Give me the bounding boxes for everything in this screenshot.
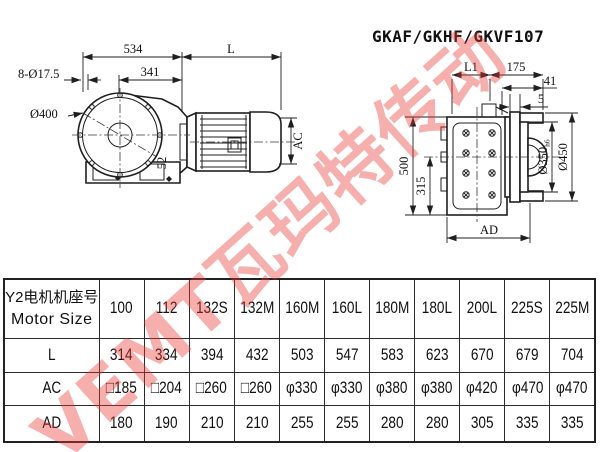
table-cell: 280 xyxy=(368,404,416,443)
header-english: Motor Size xyxy=(11,311,93,329)
table-cell: 670 xyxy=(459,337,506,373)
dim-341-label: 341 xyxy=(141,65,160,79)
row-label-AC: AC xyxy=(3,371,100,406)
row-label-L: L xyxy=(3,337,100,373)
column-header-132M: 132M xyxy=(233,278,280,339)
row-label-AD: AD xyxy=(3,404,100,443)
dim-AC-label: AC xyxy=(291,132,305,149)
column-header-225S: 225S xyxy=(504,278,551,339)
spigot-diameter-label: Ø350h6 xyxy=(536,139,552,175)
table-cell: □260 xyxy=(233,371,280,406)
table-cell: φ470 xyxy=(549,371,596,406)
table-cell: 314 xyxy=(98,337,145,373)
column-header-100: 100 xyxy=(98,278,145,339)
dim-41-label: 41 xyxy=(544,74,557,88)
column-header-112: 112 xyxy=(143,278,190,339)
table-cell: 394 xyxy=(188,337,235,373)
table-cell: 180 xyxy=(98,404,145,443)
table-cell: φ330 xyxy=(323,371,370,406)
table-cell: 255 xyxy=(278,404,325,443)
table-cell: 335 xyxy=(549,404,596,443)
column-header-180L: 180L xyxy=(414,278,461,339)
table-cell: φ380 xyxy=(414,371,461,406)
column-header-180M: 180M xyxy=(368,278,416,339)
table-cell: 679 xyxy=(504,337,551,373)
dim-L-label: L xyxy=(227,42,235,56)
table-cell: 190 xyxy=(143,404,190,443)
gearbox-side-view-drawing: L1 175 41 5 500 315 Ø350h6 Ø450 A xyxy=(398,60,578,243)
table-cell: 210 xyxy=(233,404,280,443)
table-cell: 255 xyxy=(323,404,370,443)
column-header-160L: 160L xyxy=(323,278,370,339)
table-cell: φ470 xyxy=(504,371,551,406)
table-cell: 583 xyxy=(368,337,416,373)
motor-size-header-cell: Y2电机机座号 Motor Size xyxy=(3,278,100,339)
table-cell: □185 xyxy=(98,371,145,406)
table-cell: 704 xyxy=(549,337,596,373)
header-chinese: Y2电机机座号 xyxy=(5,288,99,306)
table-cell: 623 xyxy=(414,337,461,373)
gearbox-front-view-drawing: 534 L 341 8-Ø17.5 Ø400 AC 52 xyxy=(18,42,305,188)
motor-fins xyxy=(200,115,247,169)
dim-534-label: 534 xyxy=(124,42,144,56)
section-52-label: 52 xyxy=(155,157,169,170)
table-cell: 280 xyxy=(414,404,461,443)
table-cell: 210 xyxy=(188,404,235,443)
table-cell: 547 xyxy=(323,337,370,373)
table-cell: 334 xyxy=(143,337,190,373)
table-cell: □260 xyxy=(188,371,235,406)
table-cell: φ330 xyxy=(278,371,325,406)
drawing-title: GKAF/GKHF/GKVF107 xyxy=(372,27,545,46)
column-header-225M: 225M xyxy=(549,278,596,339)
dim-5-label: 5 xyxy=(538,92,544,106)
table-cell: 305 xyxy=(459,404,506,443)
table-cell: 432 xyxy=(233,337,280,373)
column-header-160M: 160M xyxy=(278,278,325,339)
table-cell: φ420 xyxy=(459,371,506,406)
table-cell: 503 xyxy=(278,337,325,373)
flange-diameter-label: Ø450 xyxy=(556,143,570,171)
dim-500-label: 500 xyxy=(398,157,411,176)
column-header-200L: 200L xyxy=(459,278,506,339)
table-cell: □204 xyxy=(143,371,190,406)
flange-holes-label: 8-Ø17.5 xyxy=(18,67,59,81)
table-cell: φ380 xyxy=(368,371,416,406)
foot-bolt-icon xyxy=(166,176,172,182)
column-header-132S: 132S xyxy=(188,278,235,339)
flange-diameter-label: Ø400 xyxy=(30,107,58,121)
dim-175-label: 175 xyxy=(507,60,526,74)
dim-AD-label: AD xyxy=(480,223,498,237)
dim-L1-label: L1 xyxy=(464,60,478,74)
table-cell: 335 xyxy=(504,404,551,443)
dim-315-label: 315 xyxy=(414,177,428,196)
